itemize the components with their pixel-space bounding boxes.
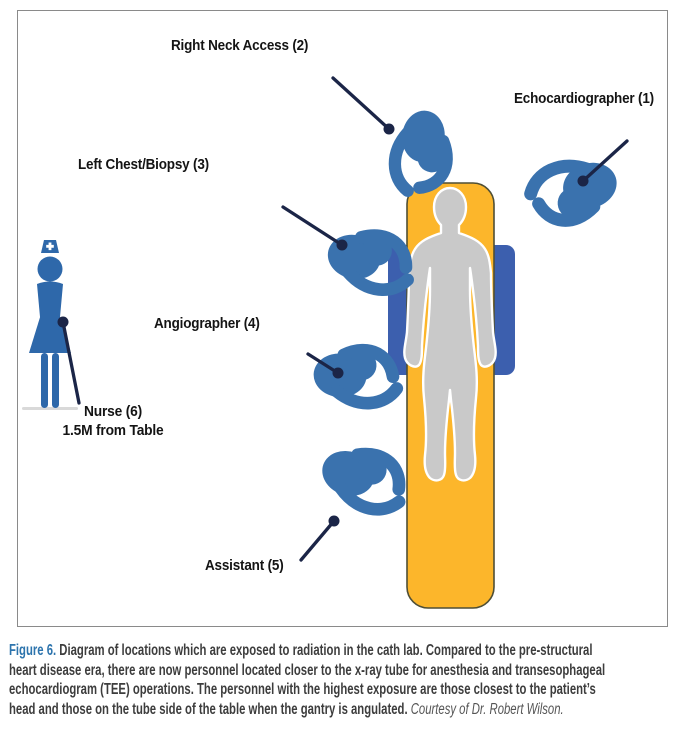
staff-figure-angiographer: [312, 347, 399, 405]
caption-line-1: Figure 6. Diagram of locations which are…: [9, 641, 592, 661]
caption-text-2: heart disease era, there are now personn…: [9, 661, 606, 679]
nurse-leg: [52, 353, 59, 408]
nurse-torso: [37, 281, 63, 317]
caption-line-2: heart disease era, there are now personn…: [9, 661, 605, 681]
pointer-angiographer: [306, 352, 340, 375]
caption-text-1: Diagram of locations which are exposed t…: [56, 642, 593, 659]
pointer-left-chest: [281, 205, 344, 247]
pointer-assistant: [299, 519, 336, 562]
caption-courtesy: Courtesy of Dr. Robert Wilson.: [410, 700, 564, 718]
caption-text-4: head and those on the tube side of the t…: [9, 700, 411, 718]
label-nurse: Nurse (6) 1.5M from Table: [50, 403, 175, 440]
pointer-echocardiographer: [581, 139, 629, 183]
nurse-figure: [22, 240, 78, 410]
label-assistant: Assistant (5): [205, 558, 284, 574]
label-echocardiographer: Echocardiographer (1): [514, 91, 654, 107]
staff-figure-echocardiographer: [526, 152, 624, 229]
label-angiographer: Angiographer (4): [154, 316, 260, 332]
label-left-chest-biopsy: Left Chest/Biopsy (3): [78, 157, 209, 173]
caption-line-4: head and those on the tube side of the t…: [9, 700, 564, 720]
figure-caption: Figure 6. Diagram of locations which are…: [9, 641, 685, 719]
pointer-dots: [57, 123, 589, 527]
label-nurse-line2: 1.5M from Table: [62, 422, 164, 439]
nurse-shadow: [22, 407, 78, 410]
patient-silhouette: [403, 186, 497, 482]
caption-line-3: echocardiogram (TEE) operations. The per…: [9, 680, 596, 700]
label-right-neck-access: Right Neck Access (2): [171, 38, 309, 54]
pointer-right-neck: [331, 76, 391, 131]
nurse-cap-cross-icon: [46, 242, 54, 251]
pointer-lines: [61, 76, 629, 562]
staff-figure-right-neck-access: [392, 108, 453, 195]
diagram-border: [17, 10, 668, 627]
staff-figure-assistant: [315, 439, 412, 517]
nurse-leg: [41, 353, 48, 408]
caption-text-3: echocardiogram (TEE) operations. The per…: [9, 681, 596, 698]
label-nurse-line1: Nurse (6): [83, 404, 143, 420]
figure-number: Figure 6.: [9, 642, 57, 659]
staff-figure-left-chest-biopsy: [322, 225, 416, 296]
pointer-nurse: [61, 320, 81, 405]
nurse-head: [37, 256, 63, 282]
